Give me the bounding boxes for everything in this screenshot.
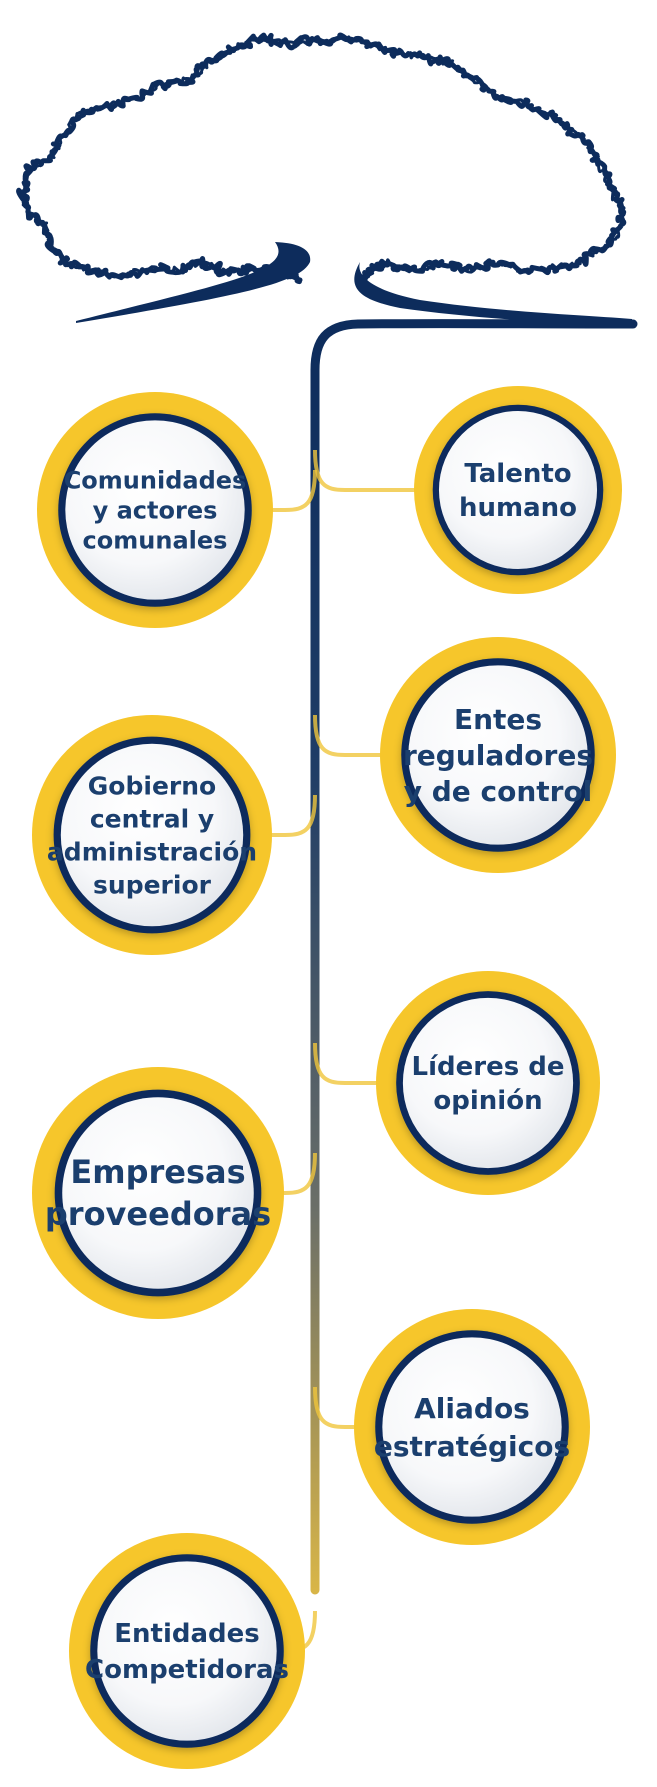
node-label-line: y de control [404,775,593,808]
node-disc [382,1337,562,1517]
node-talento: Talento humano [414,386,622,594]
node-disc [62,1097,254,1289]
node-lideres: Líderes de opinión [376,971,600,1195]
node-label-line: humano [459,493,577,523]
connector-lideres [313,1042,380,1085]
node-label-line: opinión [433,1086,542,1116]
node-label-line: Empresas [70,1153,245,1191]
node-disc [60,743,244,927]
tree-crown-icon [16,32,632,325]
connector-entes [313,714,384,757]
node-label-line: Líderes de [412,1052,565,1082]
left-root-icon [76,242,311,323]
connector-empresas [280,1152,317,1195]
node-label-line: superior [93,870,212,899]
node-disc [97,1561,277,1741]
node-label-line: Comunidades [64,466,247,494]
node-label-line: administración [47,837,257,866]
connector-gobierno [268,794,317,837]
connector-comunidades [269,469,317,512]
node-disc [65,420,245,600]
node-aliados: Aliados estratégicos [354,1309,590,1545]
node-gobierno: Gobierno central y administración superior [32,715,272,955]
node-label: Talento humano [459,459,577,523]
node-label-line: comunales [83,526,228,554]
node-label-line: Entes [454,703,542,736]
node-disc [408,665,588,845]
node-disc [438,410,598,570]
node-label: Aliados estratégicos [374,1392,570,1463]
node-empresas: Empresas proveedoras [32,1067,284,1319]
node-label-line: Entidades [114,1619,260,1649]
node-label-line: reguladores [403,739,593,772]
node-label: Líderes de opinión [412,1052,565,1116]
node-label-line: y actores [93,496,218,524]
node-label-line: proveedoras [45,1195,271,1233]
node-label-line: central y [90,804,214,833]
node-label-line: Aliados [414,1392,530,1425]
tree-trunk [310,319,638,1595]
node-label: Empresas proveedoras [45,1153,271,1233]
node-label: Gobierno central y administración superior [47,771,257,899]
node-label-line: Talento [464,459,571,489]
node-label-line: Gobierno [88,771,216,800]
connector-talento [313,449,418,492]
node-disc [402,997,574,1169]
connector-aliados [313,1386,358,1429]
node-label-line: Competidoras [85,1655,289,1685]
node-label-line: estratégicos [374,1430,570,1463]
connector-lines [268,449,418,1653]
right-root-icon [354,262,632,325]
